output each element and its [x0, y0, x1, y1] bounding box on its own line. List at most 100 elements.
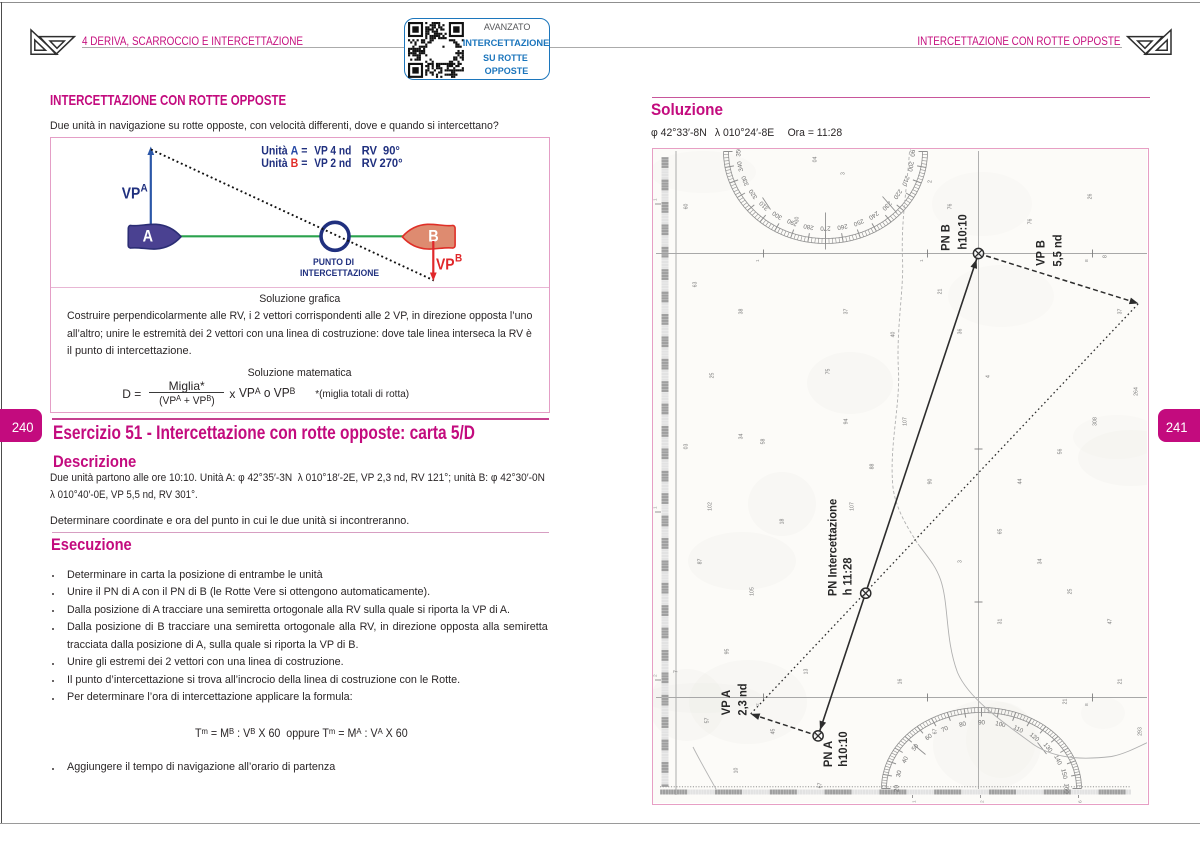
svg-text:3: 3	[957, 560, 963, 563]
svg-text:90: 90	[927, 478, 933, 484]
svg-text:105: 105	[749, 587, 755, 596]
svg-text:03: 03	[683, 443, 689, 449]
svg-text:3: 3	[840, 172, 846, 175]
svg-text:2: 2	[755, 703, 761, 706]
svg-text:290: 290	[786, 216, 799, 227]
svg-text:70: 70	[940, 724, 950, 734]
svg-text:18: 18	[779, 518, 785, 524]
svg-text:h 11:28: h 11:28	[842, 557, 854, 595]
svg-text:63: 63	[692, 281, 698, 287]
svg-text:240: 240	[867, 209, 880, 221]
svg-text:25: 25	[709, 372, 715, 378]
svg-text:VP: VP	[436, 257, 455, 274]
svg-text:h10:10: h10:10	[837, 731, 849, 766]
svg-text:40: 40	[890, 331, 896, 337]
svg-text:04: 04	[812, 156, 818, 162]
svg-text:95: 95	[724, 648, 730, 654]
svg-text:RV: RV	[362, 143, 378, 158]
svg-text:87: 87	[697, 558, 703, 564]
svg-text:210: 210	[900, 174, 911, 187]
svg-text:38: 38	[738, 308, 744, 314]
svg-text:47: 47	[1107, 618, 1113, 624]
svg-text:PN A: PN A	[822, 740, 834, 767]
svg-text:150: 150	[1059, 768, 1068, 780]
svg-text:2: 2	[653, 674, 659, 677]
svg-text:VP B: VP B	[1035, 240, 1047, 266]
svg-text:1: 1	[919, 259, 925, 262]
svg-text:16: 16	[897, 678, 903, 684]
svg-text:260: 260	[836, 222, 848, 231]
svg-text:2,3 nd: 2,3 nd	[737, 683, 749, 715]
svg-text:31: 31	[997, 618, 1003, 624]
svg-text:2: 2	[927, 180, 933, 183]
svg-text:160: 160	[1062, 783, 1069, 794]
svg-text:13: 13	[803, 668, 809, 674]
svg-text:308: 308	[1092, 417, 1098, 426]
svg-text:4: 4	[985, 375, 991, 378]
svg-text:6: 6	[1077, 800, 1083, 803]
svg-text:8: 8	[1084, 259, 1090, 262]
svg-text:76: 76	[947, 203, 953, 209]
svg-text:67: 67	[817, 782, 823, 788]
svg-text:10: 10	[733, 767, 739, 773]
svg-text:26: 26	[1087, 193, 1093, 199]
svg-text:102: 102	[707, 502, 713, 511]
svg-text:110: 110	[1012, 724, 1024, 735]
svg-text:250: 250	[852, 217, 865, 228]
svg-text:RV: RV	[362, 155, 378, 170]
svg-text:75: 75	[825, 368, 831, 374]
svg-text:21: 21	[1062, 698, 1068, 704]
svg-text:B: B	[428, 227, 438, 245]
svg-text:293: 293	[1137, 727, 1143, 736]
svg-text:25: 25	[1067, 588, 1073, 594]
svg-text:VP 2 nd: VP 2 nd	[314, 157, 351, 170]
svg-text:B: B	[455, 252, 463, 265]
svg-text:50: 50	[910, 742, 920, 752]
svg-text:330: 330	[740, 174, 751, 187]
svg-text:320: 320	[747, 187, 759, 200]
svg-text:350: 350	[735, 149, 742, 157]
svg-text:VP: VP	[122, 186, 141, 203]
svg-text:67: 67	[932, 728, 938, 734]
svg-text:PN B: PN B	[940, 224, 952, 251]
svg-text:Unità A =: Unità A =	[261, 145, 307, 158]
svg-text:21: 21	[1117, 678, 1123, 684]
svg-text:60: 60	[924, 732, 934, 742]
svg-text:VP A: VP A	[720, 689, 732, 715]
svg-text:7: 7	[673, 670, 679, 673]
svg-text:280: 280	[802, 222, 814, 231]
svg-text:1: 1	[653, 198, 659, 201]
svg-text:57: 57	[704, 717, 710, 723]
svg-text:44: 44	[1017, 478, 1023, 484]
svg-text:36: 36	[957, 328, 963, 334]
svg-text:60: 60	[683, 203, 689, 209]
svg-text:107: 107	[902, 417, 908, 426]
svg-text:58: 58	[760, 438, 766, 444]
svg-text:INTERCETTAZIONE: INTERCETTAZIONE	[300, 268, 379, 278]
svg-text:94: 94	[843, 418, 849, 424]
svg-text:90°: 90°	[383, 144, 400, 158]
svg-text:220: 220	[891, 187, 903, 200]
svg-text:300: 300	[770, 209, 783, 221]
svg-text:270°: 270°	[380, 156, 403, 170]
svg-text:140: 140	[1052, 754, 1063, 767]
svg-text:34: 34	[738, 433, 744, 439]
svg-text:5,5 nd: 5,5 nd	[1052, 234, 1064, 266]
svg-text:PUNTO DI: PUNTO DI	[313, 257, 354, 267]
svg-text:30: 30	[895, 769, 903, 778]
svg-text:100: 100	[994, 720, 1006, 729]
svg-text:200: 200	[906, 160, 915, 172]
svg-text:45: 45	[770, 728, 776, 734]
svg-text:1: 1	[653, 506, 659, 509]
svg-text:1: 1	[911, 800, 917, 803]
svg-text:90: 90	[978, 719, 985, 726]
svg-text:56: 56	[1057, 448, 1063, 454]
svg-text:A: A	[141, 182, 149, 195]
svg-text:A: A	[143, 227, 153, 245]
svg-text:8: 8	[1084, 703, 1090, 706]
svg-text:76: 76	[1027, 218, 1033, 224]
svg-text:107: 107	[849, 502, 855, 511]
svg-text:37: 37	[843, 308, 849, 314]
svg-text:264: 264	[1133, 387, 1139, 396]
svg-text:40: 40	[900, 755, 910, 765]
